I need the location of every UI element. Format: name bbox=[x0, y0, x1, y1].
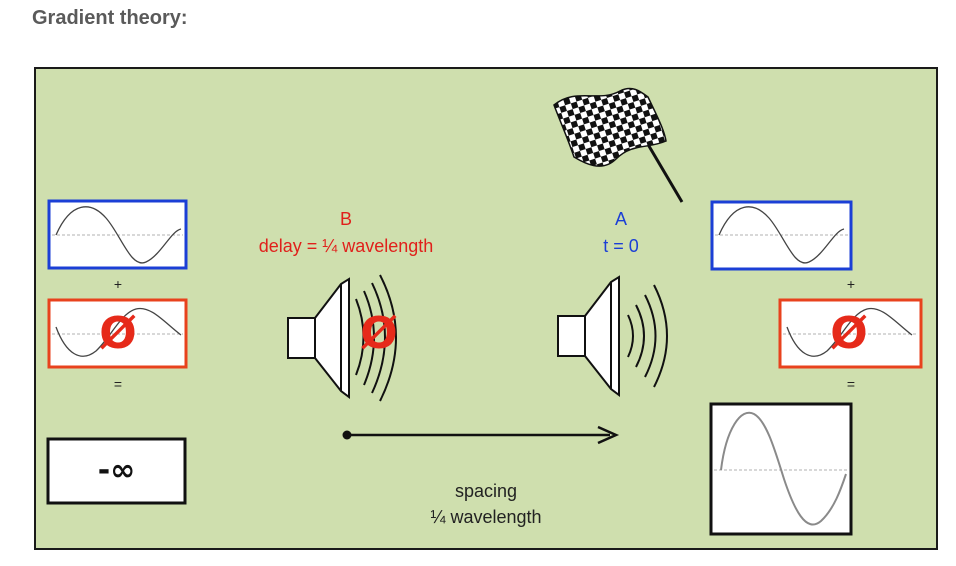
right-equals-sign: = bbox=[846, 376, 856, 392]
spacing-value: ¼ wavelength bbox=[430, 507, 542, 527]
diagram-canvas bbox=[46, 87, 923, 536]
right-phase-symbol: Ø bbox=[830, 308, 868, 359]
speaker-b-icon bbox=[287, 274, 397, 402]
spacing-label: spacing bbox=[454, 481, 518, 501]
page-title: Gradient theory: bbox=[32, 7, 188, 29]
gradient-diagram-panel: B delay = ¼ wavelength A t = 0 spacing ¼… bbox=[34, 67, 938, 550]
left-wave-box-blue bbox=[47, 199, 188, 270]
sine-wave-icon bbox=[720, 411, 847, 526]
left-wave-box-red bbox=[47, 298, 188, 369]
negative-infinity-result: -∞ bbox=[97, 453, 136, 488]
source-b-delay: delay = ¼ wavelength bbox=[258, 236, 434, 256]
left-phase-symbol: Ø bbox=[99, 308, 137, 359]
sine-wave-icon bbox=[718, 206, 845, 264]
left-plus-sign: + bbox=[113, 276, 123, 292]
spacing-arrow-icon bbox=[342, 425, 620, 445]
right-wave-box-red bbox=[778, 298, 923, 369]
source-a-time: t = 0 bbox=[603, 236, 639, 256]
right-plus-sign: + bbox=[846, 276, 856, 292]
speaker-a-icon bbox=[557, 275, 668, 397]
right-wave-box-blue bbox=[710, 200, 853, 271]
source-a-label: A bbox=[614, 209, 627, 229]
sine-wave-icon bbox=[55, 307, 182, 357]
sine-wave-icon bbox=[55, 206, 182, 264]
left-equals-sign: = bbox=[113, 376, 123, 392]
left-result-box bbox=[46, 437, 187, 505]
speaker-b-phase-symbol: Ø bbox=[360, 308, 398, 359]
sine-wave-icon bbox=[786, 307, 913, 357]
source-b-label: B bbox=[339, 209, 352, 229]
right-result-box bbox=[709, 402, 853, 536]
checkered-flag-icon bbox=[553, 87, 684, 203]
